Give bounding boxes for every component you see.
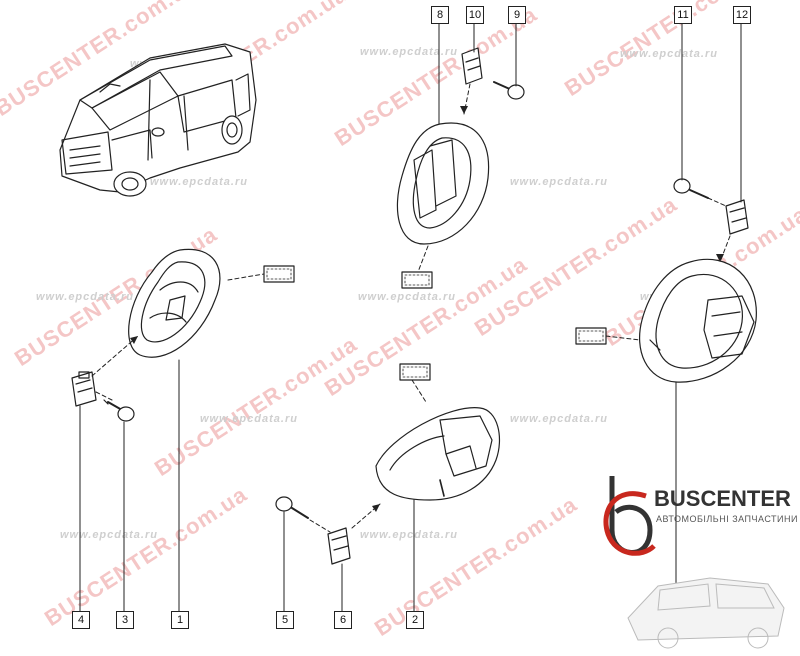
callout-8[interactable]: 8 — [431, 6, 449, 24]
watermark-grey: www.epcdata.ru — [620, 48, 718, 60]
brand-tagline: АВТОМОБІЛЬНІ ЗАПЧАСТИНИ — [656, 514, 798, 524]
callout-1[interactable]: 1 — [171, 611, 189, 629]
callout-10[interactable]: 10 — [466, 6, 484, 24]
watermark-grey: www.epcdata.ru — [200, 413, 298, 425]
watermark-grey: www.epcdata.ru — [60, 529, 158, 541]
ref-box — [399, 363, 431, 381]
callout-5[interactable]: 5 — [276, 611, 294, 629]
watermark-grey: www.epcdata.ru — [360, 46, 458, 58]
door-handle-part-7 — [638, 258, 757, 383]
assembly-line — [417, 245, 429, 273]
callout-4[interactable]: 4 — [72, 611, 90, 629]
ref-box — [263, 265, 295, 283]
door-handle-part-1 — [128, 248, 221, 358]
callout-2[interactable]: 2 — [406, 611, 424, 629]
watermark-grey: www.epcdata.ru — [510, 176, 608, 188]
vehicle-illustration — [59, 43, 257, 197]
watermark-grey: www.epcdata.ru — [36, 291, 134, 303]
watermark-grey: www.epcdata.ru — [150, 176, 248, 188]
assembly-line — [95, 391, 113, 401]
assembly-line — [91, 335, 139, 377]
assembly-line — [707, 197, 727, 207]
callout-3[interactable]: 3 — [116, 611, 134, 629]
screw-part-5 — [275, 496, 309, 519]
callout-12[interactable]: 12 — [733, 6, 751, 24]
watermark-grey: www.epcdata.ru — [360, 529, 458, 541]
screw-part-9 — [493, 81, 525, 100]
callout-9[interactable]: 9 — [508, 6, 526, 24]
brand-name: BUSCENTER — [654, 486, 791, 511]
brand-mark-c — [603, 491, 656, 556]
watermark-grey: www.epcdata.ru — [510, 413, 608, 425]
screw-part-11 — [673, 178, 709, 199]
clip-part-10 — [461, 47, 483, 85]
watermark-grey: www.epcdata.ru — [358, 291, 456, 303]
brand-logo: BUSCENTER АВТОМОБІЛЬНІ ЗАПЧАСТИНИ — [598, 468, 798, 654]
brand-mark-b — [609, 476, 653, 555]
screw-part-3 — [103, 399, 135, 422]
door-handle-part-2 — [375, 407, 501, 501]
clip-part-4 — [71, 371, 97, 407]
callout-11[interactable]: 11 — [674, 6, 692, 24]
assembly-line — [605, 335, 641, 341]
assembly-line — [411, 379, 427, 403]
clip-part-12 — [725, 199, 749, 235]
assembly-line — [309, 519, 331, 533]
door-handle-part-8 — [396, 122, 490, 245]
ref-box — [401, 271, 433, 289]
assembly-line — [227, 273, 265, 281]
ref-box — [575, 327, 607, 345]
callout-6[interactable]: 6 — [334, 611, 352, 629]
clip-part-6 — [327, 527, 351, 565]
